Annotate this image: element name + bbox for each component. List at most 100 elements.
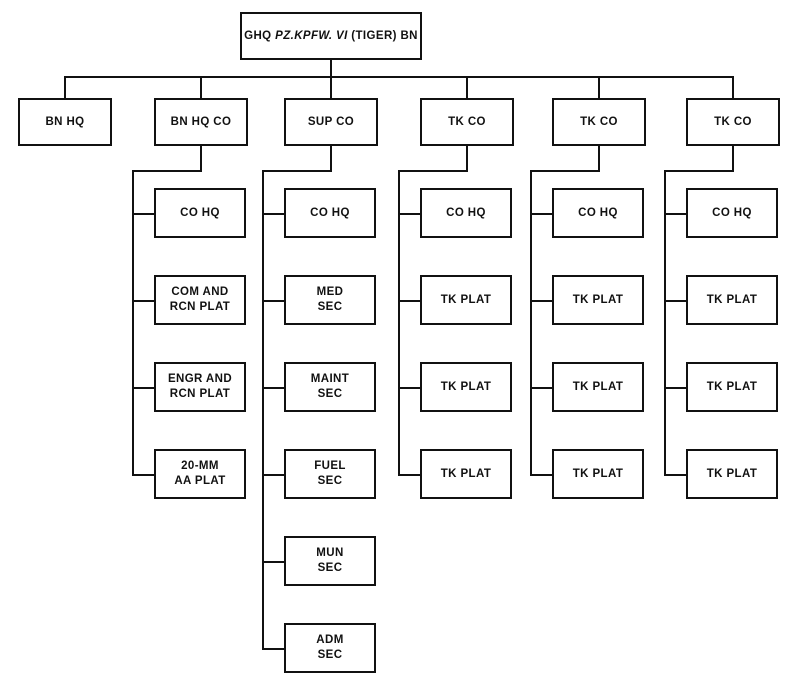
subunit-branch-line [530, 170, 532, 475]
subunit-label-line: RCN PLAT [169, 388, 231, 400]
subunit-label-line: TK PLAT [440, 467, 492, 480]
unit-stub-line [732, 146, 734, 170]
subunit-label-line: CO HQ [310, 206, 350, 219]
subunit-box: TK PLAT [686, 362, 778, 412]
subunit-label-line: AA PLAT [174, 475, 226, 487]
root-unit-box: GHQ PZ.KPFW. VI (TIGER) BN [240, 12, 422, 60]
subunit-label-line: TK PLAT [572, 380, 624, 393]
subunit-tick-line [262, 387, 284, 389]
unit-label: BN HQ CO [170, 115, 232, 128]
unit-drop-line [466, 76, 468, 98]
subunit-box: CO HQ [284, 188, 376, 238]
unit-box: SUP CO [284, 98, 378, 146]
unit-label: TK CO [714, 115, 752, 128]
subunit-label-line: CO HQ [712, 206, 752, 219]
subunit-box: CO HQ [154, 188, 246, 238]
unit-box: TK CO [420, 98, 514, 146]
subunit-tick-line [132, 387, 154, 389]
subunit-label-line: TK PLAT [440, 380, 492, 393]
subunit-tick-line [664, 387, 686, 389]
subunit-tick-line [132, 474, 154, 476]
subunit-label-line: TK PLAT [440, 293, 492, 306]
subunit-box: FUEL SEC [284, 449, 376, 499]
subunit-box: CO HQ [552, 188, 644, 238]
subunit-branch-line [132, 170, 134, 475]
subunit-label-line: SEC [317, 475, 343, 487]
subunit-label-line: SEC [317, 562, 343, 574]
subunit-tick-line [664, 300, 686, 302]
subunit-box: TK PLAT [686, 449, 778, 499]
subunit-branch-line [262, 170, 264, 649]
subunit-label-line: MED [316, 286, 344, 298]
subunit-tick-line [398, 213, 420, 215]
subunit-label-line: FUEL [314, 460, 346, 472]
subunit-box: 20-MM AA PLAT [154, 449, 246, 499]
unit-box: BN HQ CO [154, 98, 248, 146]
subunit-branch-line [664, 170, 666, 475]
unit-label: TK CO [448, 115, 486, 128]
unit-label: BN HQ [45, 115, 85, 128]
subunit-tick-line [530, 387, 552, 389]
subunit-box: TK PLAT [552, 449, 644, 499]
subunit-label-line: TK PLAT [572, 467, 624, 480]
subunit-tick-line [398, 474, 420, 476]
subunit-box: TK PLAT [420, 449, 512, 499]
subunit-tick-line [664, 213, 686, 215]
subunit-label-line: TK PLAT [706, 293, 758, 306]
subunit-label-line: SEC [317, 649, 343, 661]
unit-drop-line [330, 76, 332, 98]
subunit-label-line: TK PLAT [706, 380, 758, 393]
subunit-tick-line [132, 213, 154, 215]
unit-stub-line [398, 170, 468, 172]
root-unit-prefix: GHQ [244, 29, 272, 42]
subunit-box: ADM SEC [284, 623, 376, 673]
battalion-bus-line [64, 76, 734, 78]
unit-stub-line [598, 146, 600, 170]
subunit-box: CO HQ [686, 188, 778, 238]
unit-box: BN HQ [18, 98, 112, 146]
root-connector-line [330, 60, 332, 77]
subunit-label-line: CO HQ [578, 206, 618, 219]
unit-stub-line [330, 146, 332, 170]
unit-stub-line [466, 146, 468, 170]
subunit-label-line: MAINT [310, 373, 350, 385]
unit-box: TK CO [552, 98, 646, 146]
subunit-label-line: MUN [316, 547, 344, 559]
subunit-tick-line [262, 561, 284, 563]
subunit-label-line: ENGR AND [167, 373, 233, 385]
subunit-tick-line [530, 300, 552, 302]
subunit-box: CO HQ [420, 188, 512, 238]
subunit-tick-line [398, 387, 420, 389]
subunit-tick-line [262, 648, 284, 650]
subunit-tick-line [530, 213, 552, 215]
root-unit-label: GHQ PZ.KPFW. VI (TIGER) BN [244, 29, 418, 44]
subunit-box: TK PLAT [420, 362, 512, 412]
subunit-box: MED SEC [284, 275, 376, 325]
subunit-tick-line [262, 474, 284, 476]
subunit-label-line: 20-MM [181, 460, 219, 472]
unit-stub-line [664, 170, 734, 172]
unit-label: TK CO [580, 115, 618, 128]
subunit-tick-line [398, 300, 420, 302]
subunit-label-line: SEC [317, 301, 343, 313]
unit-drop-line [64, 76, 66, 98]
subunit-label-line: TK PLAT [706, 467, 758, 480]
subunit-label-line: ADM [316, 634, 344, 646]
subunit-box: TK PLAT [552, 362, 644, 412]
subunit-box: MUN SEC [284, 536, 376, 586]
root-unit-suffix: (TIGER) BN [351, 29, 418, 42]
unit-drop-line [732, 76, 734, 98]
root-unit-model: PZ.KPFW. VI [275, 29, 348, 42]
subunit-box: COM AND RCN PLAT [154, 275, 246, 325]
subunit-box: ENGR AND RCN PLAT [154, 362, 246, 412]
subunit-label-line: COM AND [171, 286, 229, 298]
subunit-label-line: TK PLAT [572, 293, 624, 306]
unit-drop-line [598, 76, 600, 98]
subunit-label-line: RCN PLAT [169, 301, 231, 313]
unit-box: TK CO [686, 98, 780, 146]
unit-stub-line [262, 170, 332, 172]
subunit-label-line: CO HQ [180, 206, 220, 219]
subunit-box: TK PLAT [686, 275, 778, 325]
subunit-box: TK PLAT [420, 275, 512, 325]
